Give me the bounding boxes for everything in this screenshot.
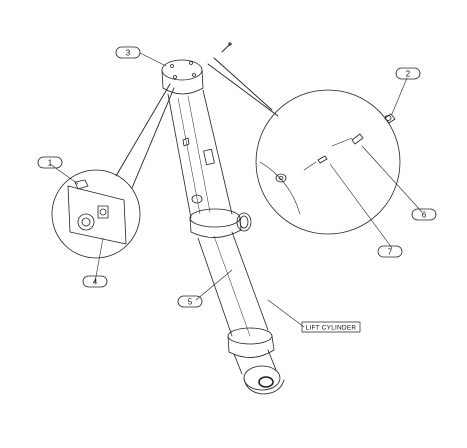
lift-cylinder (161, 59, 285, 395)
barrel-hose (177, 97, 201, 215)
callout-7 (377, 245, 403, 258)
cap-bolt (173, 75, 177, 79)
nipple-fitting (351, 133, 364, 145)
callout-2-number: 2 (406, 70, 411, 79)
callout-7-number: 7 (388, 248, 393, 257)
detail-circle-left (51, 169, 141, 259)
barrel-fitting (182, 137, 190, 147)
bleed-screw (317, 155, 328, 164)
detail-circle-right (255, 89, 401, 235)
callout-leaders (49, 52, 423, 328)
plate-block (97, 205, 109, 219)
callout-4-number: 4 (93, 278, 98, 287)
cylinder-top-cap (161, 59, 203, 81)
cap-bolt (192, 73, 196, 77)
callout-4 (82, 275, 108, 288)
callout-2 (395, 67, 421, 80)
assembly-label-box (301, 321, 361, 333)
rod-eye-bore (258, 376, 274, 388)
cap-bolt (189, 61, 193, 65)
callout-1-number: 1 (48, 159, 53, 168)
barrel-bracket (203, 148, 215, 166)
detail-view-right (255, 89, 401, 235)
callout-5-number: 5 (188, 298, 193, 307)
callout-6-number: 6 (422, 211, 427, 220)
plate-lug (74, 179, 89, 190)
cap-bolt (170, 64, 174, 68)
mid-collar (189, 208, 241, 228)
barrel-right-edge (202, 89, 233, 215)
block-fitting (99, 208, 107, 216)
detail-leader-wedges (115, 57, 279, 189)
mounting-plate (67, 185, 127, 245)
cylinder-cap-side (161, 69, 204, 95)
vent-screw (221, 43, 231, 53)
barrel-left-edge (167, 93, 192, 219)
callout-6 (411, 208, 437, 221)
port-fitting (275, 173, 287, 183)
seal-ring (77, 213, 95, 231)
collar-port (191, 194, 203, 204)
detail-view-left (51, 169, 141, 259)
rod-left-edge (197, 237, 233, 337)
callout-1 (37, 156, 63, 169)
collar-port (236, 212, 252, 232)
rod-right-edge (231, 231, 269, 331)
assembly-label: LIFT CYLINDER (306, 325, 357, 332)
callout-3-number: 3 (126, 49, 131, 58)
callout-3 (115, 46, 141, 59)
callout-5 (177, 295, 203, 308)
